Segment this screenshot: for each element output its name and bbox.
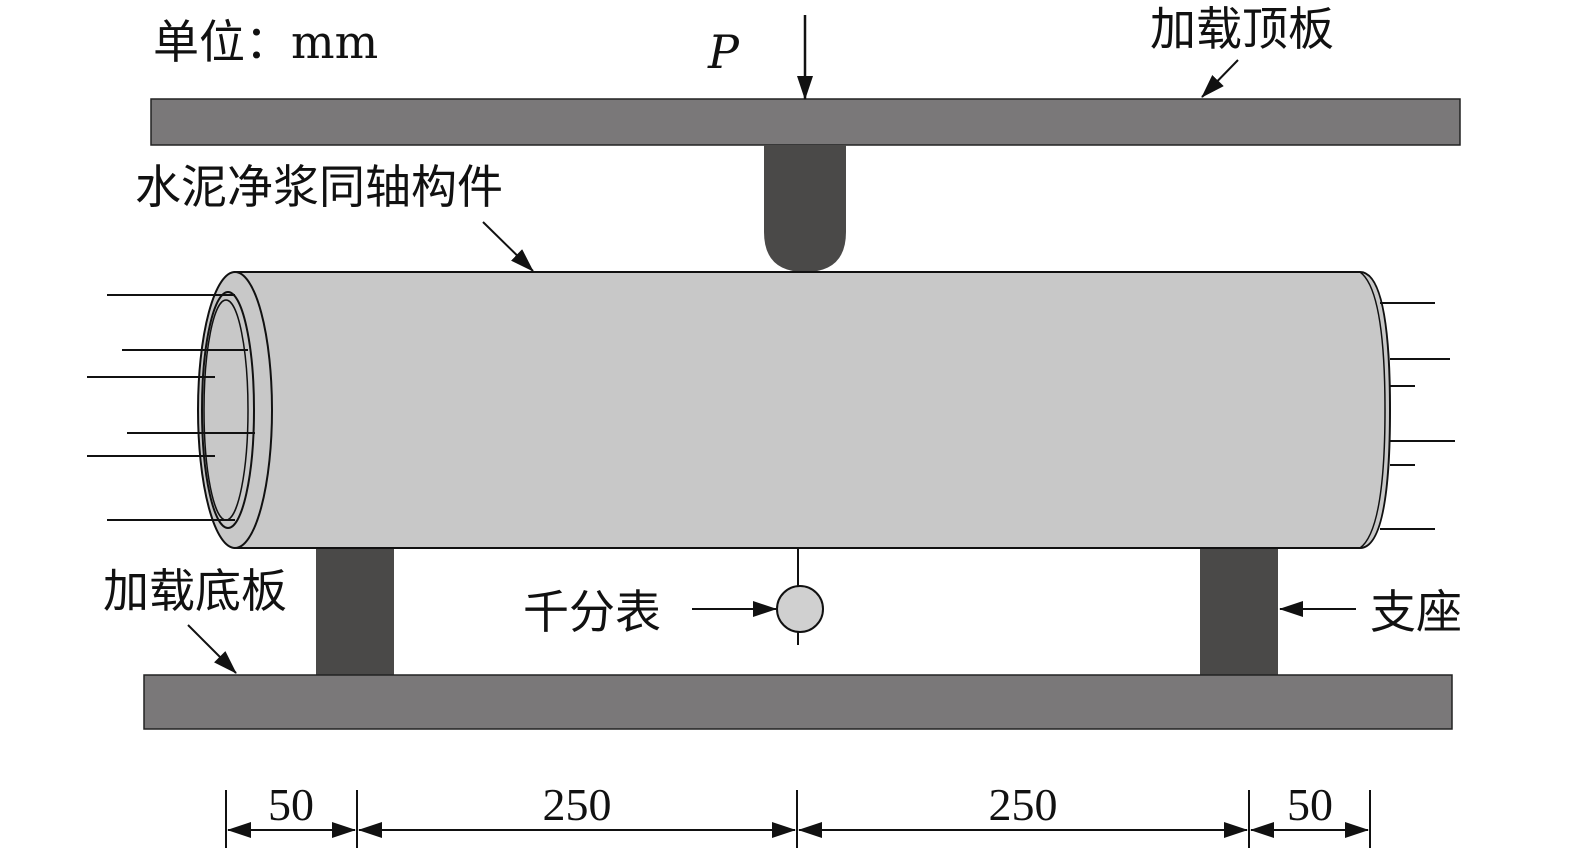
dial-gauge-label: 千分表 xyxy=(523,585,661,639)
right-lead-wires xyxy=(1380,302,1455,530)
loading-head xyxy=(764,145,846,272)
top-loading-plate xyxy=(150,98,1461,146)
bottom-plate-label: 加载底板 xyxy=(103,564,287,618)
dimension-label: 250 xyxy=(543,779,612,830)
top-plate-leader xyxy=(1201,59,1239,98)
dimension-label: 50 xyxy=(1287,779,1333,830)
left-lead-wires xyxy=(87,294,255,521)
bottom-loading-plate xyxy=(143,674,1453,730)
dimension-label: 50 xyxy=(268,779,314,830)
specimen-label: 水泥净浆同轴构件 xyxy=(135,160,503,214)
left-support xyxy=(316,548,394,675)
load-label: P xyxy=(707,25,740,79)
support-label: 支座 xyxy=(1370,585,1462,639)
top-plate-label: 加载顶板 xyxy=(1150,2,1334,56)
coaxial-specimen xyxy=(197,271,1392,549)
unit-label: 单位：mm xyxy=(153,15,378,69)
bottom-plate-leader xyxy=(187,624,237,674)
dial-gauge-icon xyxy=(776,585,824,633)
dimension-label: 250 xyxy=(989,779,1058,830)
specimen-leader xyxy=(482,221,534,272)
right-support xyxy=(1200,548,1278,675)
dimension-lines xyxy=(225,790,1371,848)
